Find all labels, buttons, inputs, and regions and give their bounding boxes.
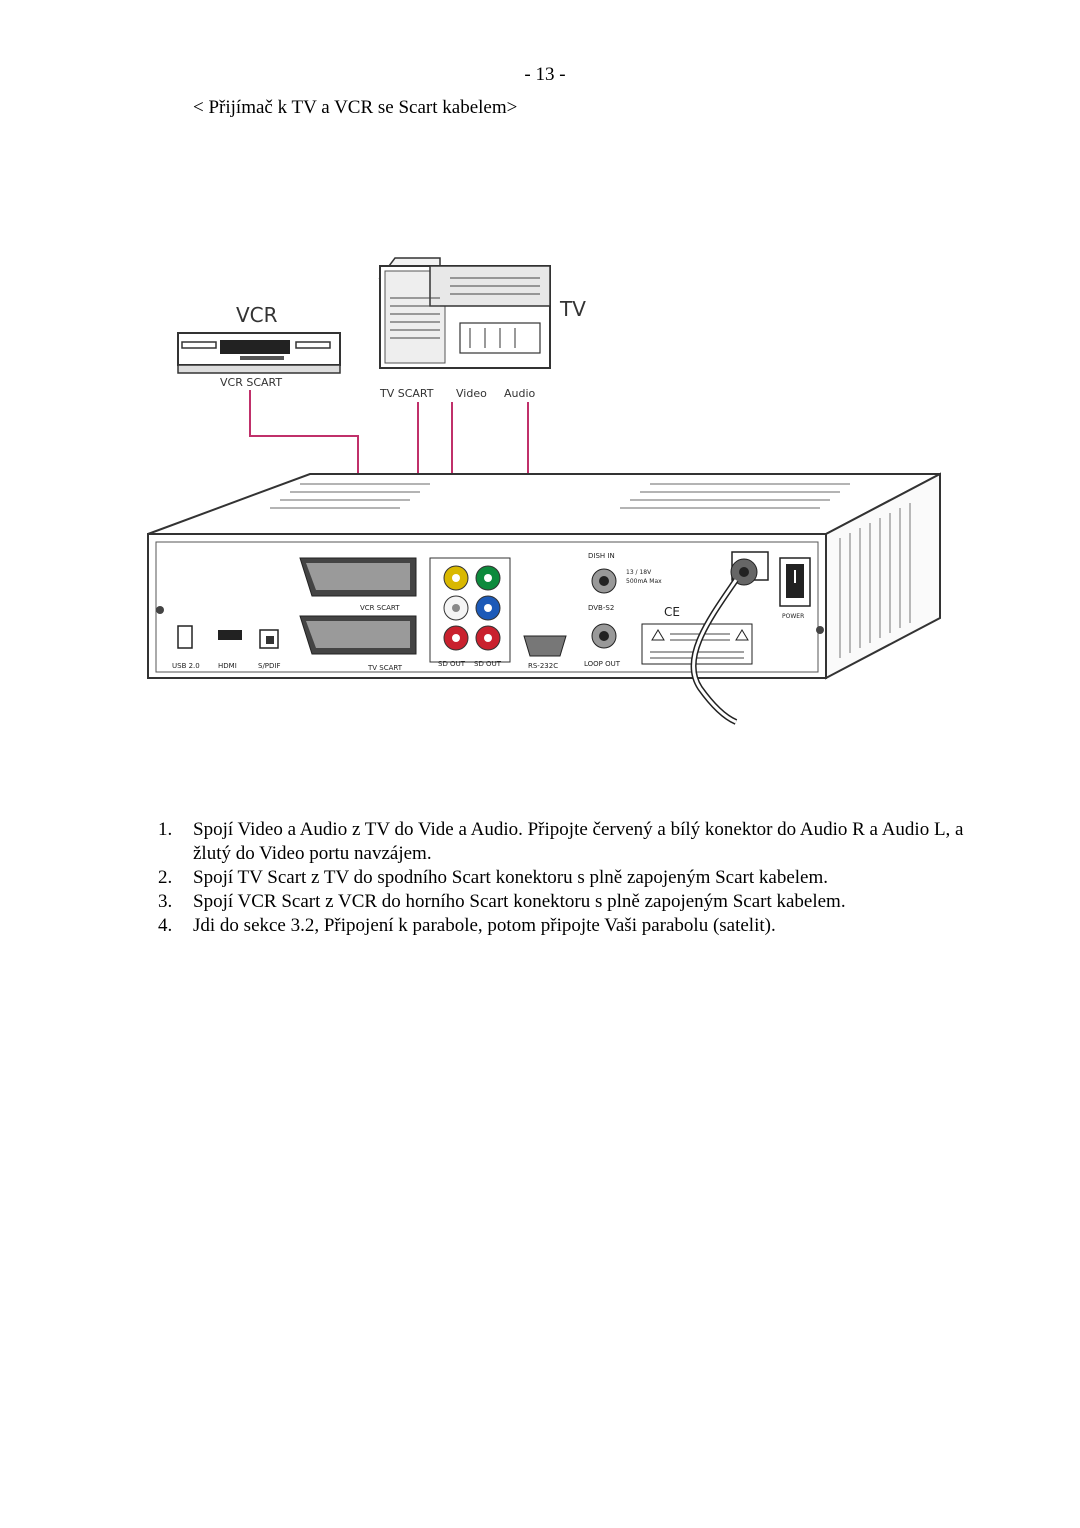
- spdif-port: S/PDIF: [258, 629, 281, 670]
- svg-text:SD OUT: SD OUT: [474, 660, 502, 668]
- rca-block: SD OUT SD OUT: [429, 557, 511, 668]
- vcr-title: VCR: [236, 303, 278, 327]
- svg-text:SD OUT: SD OUT: [438, 660, 466, 668]
- svg-text:POWER: POWER: [782, 613, 804, 620]
- vcr-scart-port: VCR SCART: [299, 557, 417, 612]
- svg-text:HDMI: HDMI: [218, 662, 237, 670]
- video-label: Video: [456, 387, 487, 400]
- antenna-cable-icon: [690, 551, 769, 725]
- usb-port: USB 2.0: [172, 625, 200, 670]
- rs232-port: RS-232C: [523, 635, 567, 670]
- svg-text:DISH IN: DISH IN: [588, 552, 615, 560]
- svg-text:USB 2.0: USB 2.0: [172, 662, 200, 670]
- tv-scart-label: TV SCART: [379, 387, 434, 400]
- svg-text:DVB-S2: DVB-S2: [588, 604, 614, 612]
- panel-vcr-scart: VCR SCART: [360, 604, 400, 612]
- audio-label: Audio: [504, 387, 536, 400]
- dish-in-port: DISH IN 13 / 18V 500mA Max DVB-S2: [588, 552, 662, 612]
- step-item: 3.Spojí VCR Scart z VCR do horního Scart…: [158, 891, 846, 912]
- instruction-steps: 1.Spojí Video a Audio z TV do Vide a Aud…: [158, 818, 978, 938]
- hdmi-port: HDMI: [218, 630, 242, 670]
- tv-set-icon: TV TV SCART Video Audio: [378, 257, 586, 400]
- vcr-scart-label: VCR SCART: [220, 376, 282, 389]
- svg-text:500mA Max: 500mA Max: [626, 578, 662, 585]
- svg-text:S/PDIF: S/PDIF: [258, 662, 281, 670]
- loop-out-port: LOOP OUT: [584, 623, 621, 668]
- svg-text:LOOP OUT: LOOP OUT: [584, 660, 621, 668]
- section-title: < Přijímač k TV a VCR se Scart kabelem>: [193, 97, 518, 118]
- page-number: - 13 -: [524, 64, 566, 85]
- svg-text:RS-232C: RS-232C: [528, 662, 558, 670]
- receiver-rear-panel-icon: VCR SCART TV SCART USB 2.0 HDMI S/PDIF: [147, 472, 941, 725]
- panel-tv-scart: TV SCART: [367, 664, 403, 672]
- tv-title: TV: [559, 297, 586, 321]
- svg-text:13 / 18V: 13 / 18V: [626, 569, 652, 576]
- vcr-device-icon: VCR VCR SCART: [177, 303, 341, 389]
- step-item: 4.Jdi do sekce 3.2, Připojení k parabole…: [158, 915, 776, 936]
- power-switch-icon: POWER: [779, 557, 811, 620]
- step-item: 2.Spojí TV Scart z TV do spodního Scart …: [158, 867, 828, 888]
- tv-scart-port: TV SCART: [299, 615, 417, 672]
- ce-mark: CE: [664, 605, 680, 619]
- step-item: 1.Spojí Video a Audio z TV do Vide a Aud…: [158, 819, 964, 864]
- connection-diagram: VCR VCR SCART TV TV SCART Video Audio: [147, 257, 941, 725]
